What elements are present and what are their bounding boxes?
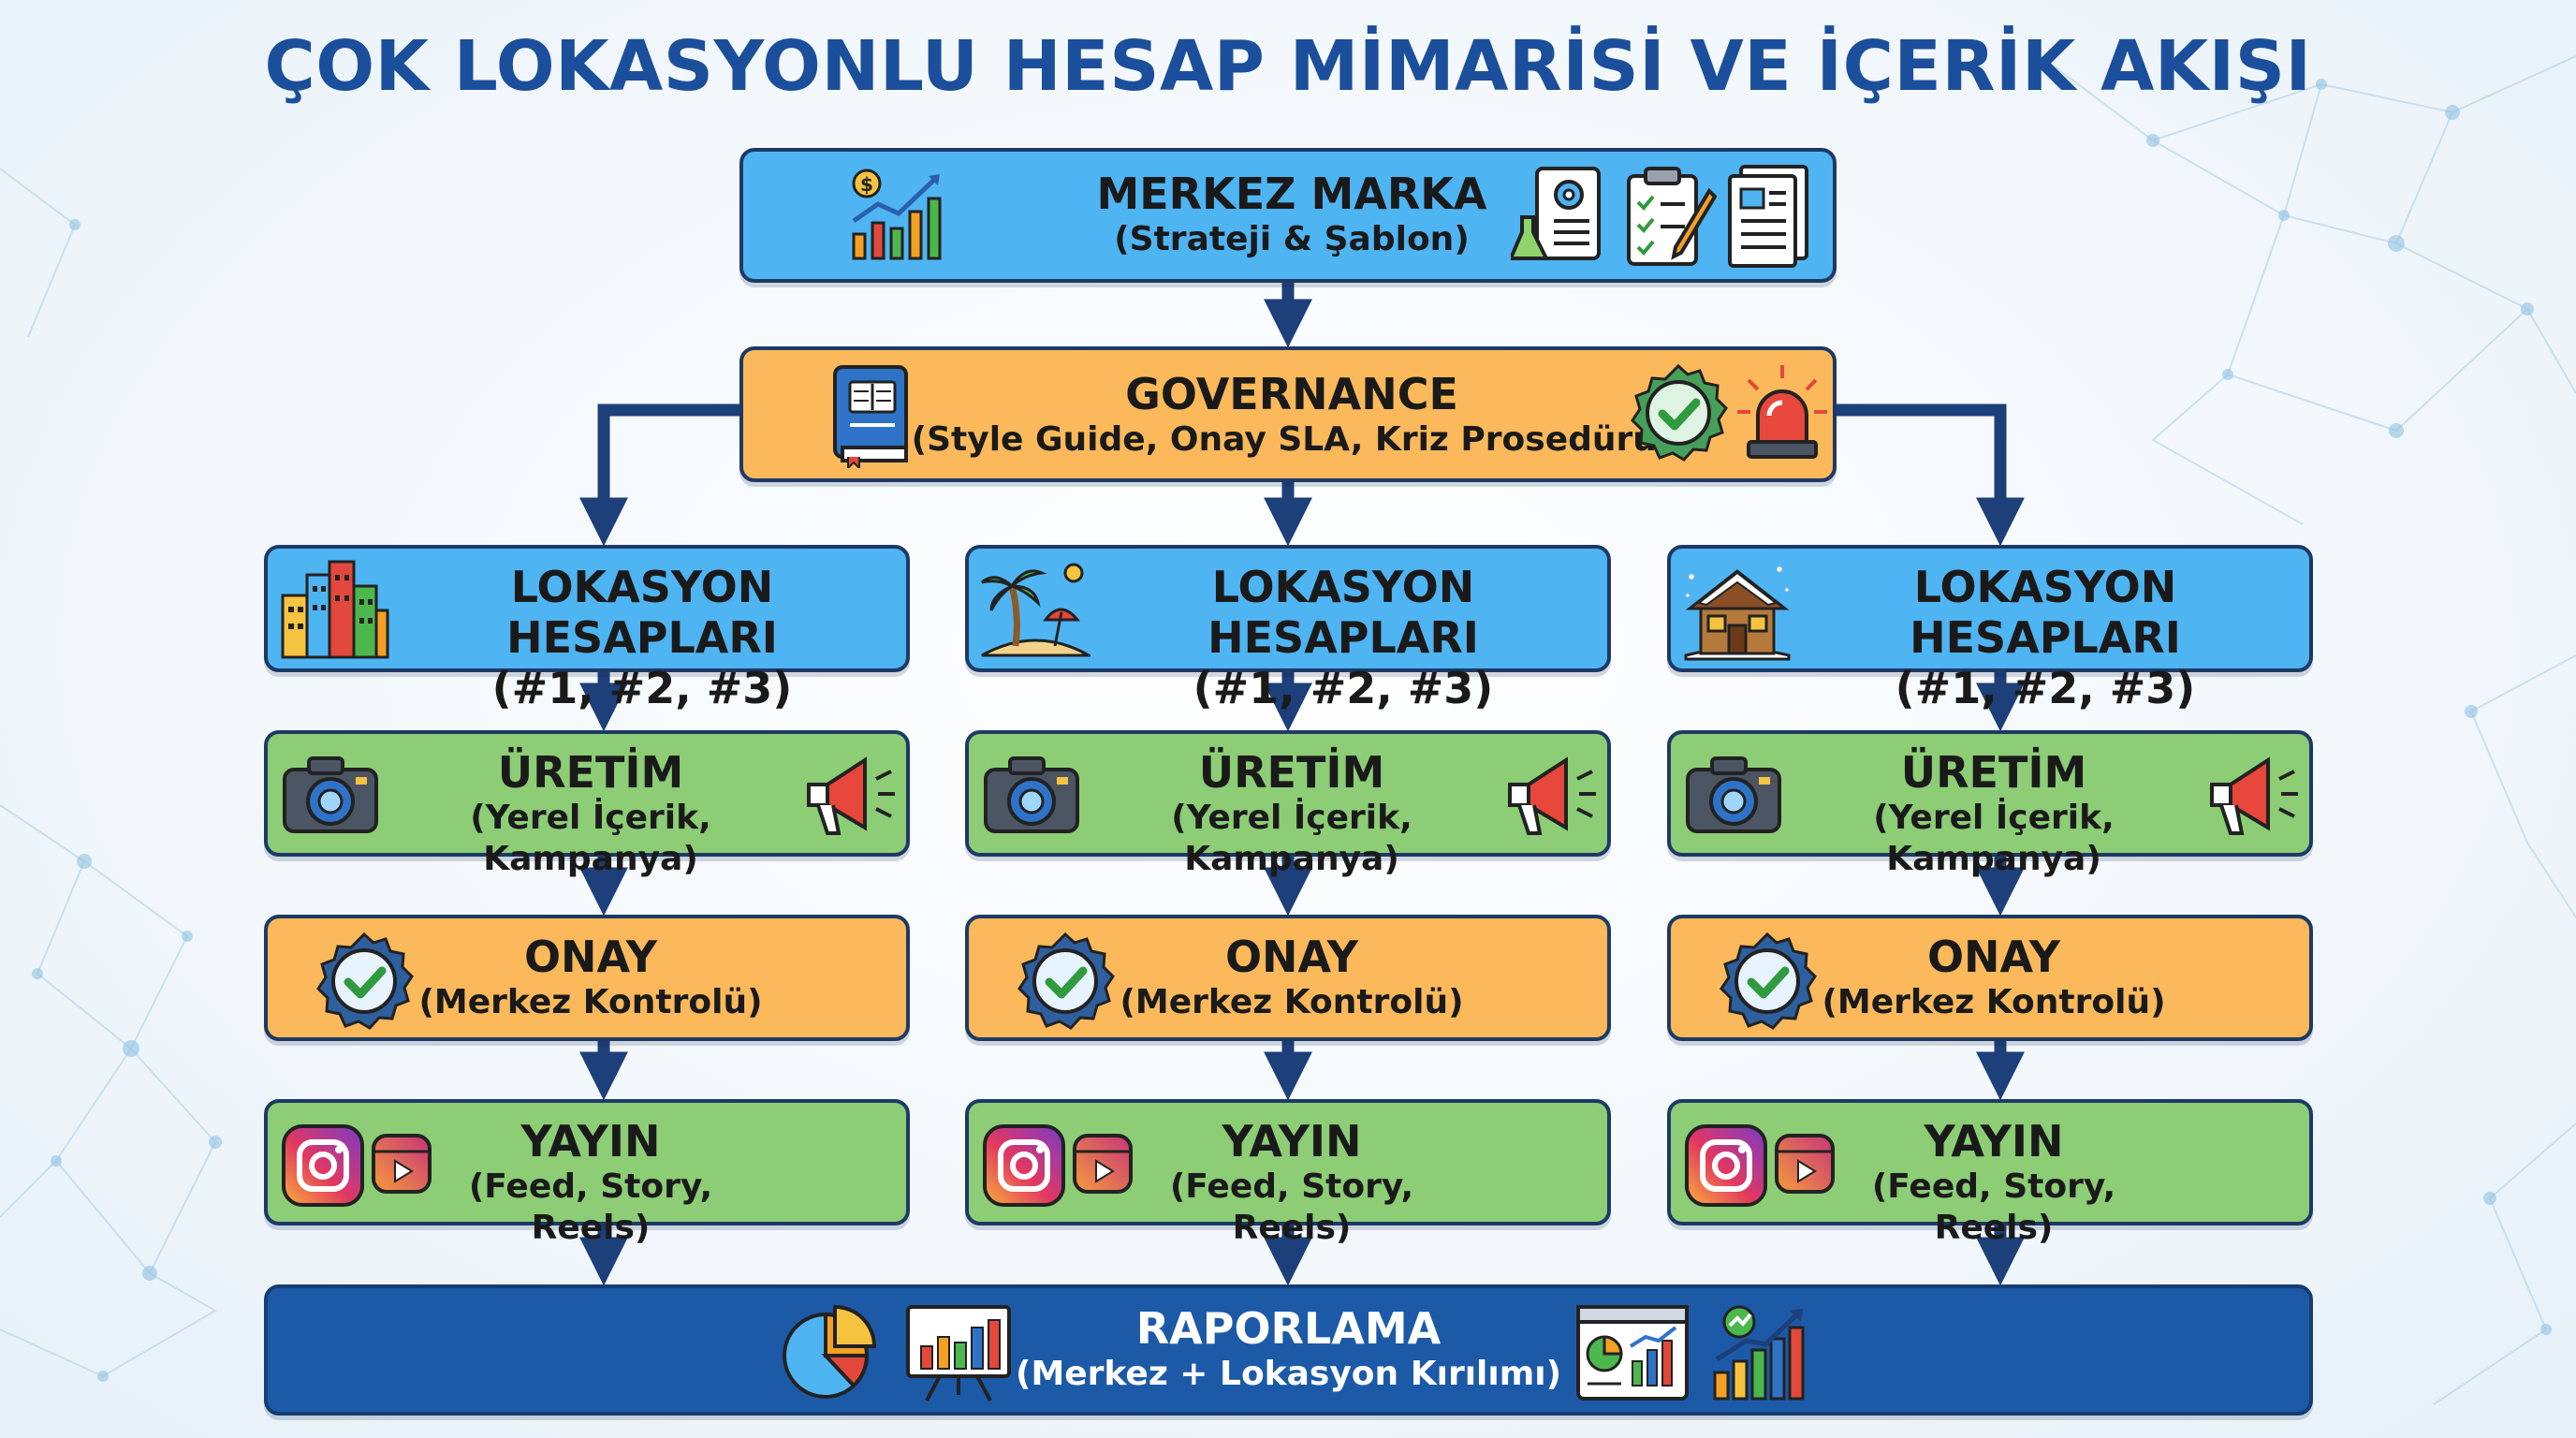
publish-box-3: YAYIN (Feed, Story, Reels) [1667, 1099, 2313, 1247]
reporting-title: RAPORLAMA [1135, 1303, 1442, 1354]
approval-box-3: ONAY (Merkez Kontrolü) [1667, 915, 2313, 1041]
beach-palm-icon [981, 563, 1090, 657]
reporting-subtitle: (Merkez + Lokasyon Kırılımı) [1015, 1355, 1562, 1393]
location-title-1: LOKASYON HESAPLARI [506, 562, 778, 663]
instagram-icon [1685, 1124, 1767, 1207]
approval-title-2: ONAY [1224, 932, 1359, 982]
megaphone-icon [807, 756, 895, 835]
production-box-1: ÜRETİM (Yerel İçerik, Kampanya) [264, 730, 910, 878]
approval-box-2: ONAY (Merkez Kontrolü) [965, 915, 1611, 1041]
production-title-3: ÜRETİM [1900, 747, 2087, 798]
location-accounts-box-2: LOKASYON HESAPLARI (#1, #2, #3) [965, 545, 1611, 713]
snow-cabin-icon [1684, 565, 1791, 661]
crisis-siren-icon [1737, 365, 1827, 459]
approval-title-3: ONAY [1926, 932, 2061, 982]
location-accounts-box-3: LOKASYON HESAPLARI (#1, #2, #3) [1667, 545, 2313, 713]
reels-icon [1073, 1134, 1133, 1194]
reporting-box: RAPORLAMA (Merkez + Lokasyon Kırılımı) [264, 1284, 2313, 1416]
production-subtitle-2: (Yerel İçerik, Kampanya) [1171, 799, 1412, 878]
arrow-governance-to-col1 [579, 404, 739, 547]
governance-title: GOVERNANCE [1125, 369, 1458, 419]
reels-icon [1775, 1134, 1835, 1194]
location-title-2: LOKASYON HESAPLARI [1208, 562, 1479, 663]
megaphone-icon [2210, 756, 2298, 835]
location-title-3: LOKASYON HESAPLARI [1910, 562, 2181, 663]
approval-badge-icon [1631, 363, 1728, 462]
page-title: ÇOK LOKASYONLU HESAP MİMARİSİ VE İÇERİK … [264, 26, 2312, 107]
production-title-2: ÜRETİM [1198, 747, 1385, 798]
production-title-1: ÜRETİM [497, 747, 684, 798]
publish-title-2: YAYIN [1222, 1116, 1362, 1167]
approval-subtitle-1: (Merkez Kontrolü) [418, 983, 763, 1021]
megaphone-icon [1508, 756, 1596, 835]
production-box-2: ÜRETİM (Yerel İçerik, Kampanya) [965, 730, 1611, 878]
approval-title-1: ONAY [523, 932, 658, 982]
location-subtitle-2: (#1, #2, #3) [1193, 663, 1494, 713]
document-icon [1728, 165, 1808, 268]
approval-subtitle-3: (Merkez Kontrolü) [1822, 983, 2166, 1021]
production-box-3: ÜRETİM (Yerel İçerik, Kampanya) [1667, 730, 2313, 878]
approval-badge-icon [316, 932, 414, 1030]
publish-subtitle-3: (Feed, Story, Reels) [1871, 1167, 2116, 1247]
growth-bar-chart-icon [1713, 1305, 1805, 1401]
approval-badge-icon [1017, 932, 1115, 1030]
location-accounts-box-1: LOKASYON HESAPLARI (#1, #2, #3) [264, 545, 910, 713]
clipboard-checklist-icon [1627, 167, 1717, 266]
style-guide-book-icon [833, 365, 908, 468]
lab-gear-document-icon [1511, 167, 1601, 260]
governance-subtitle: (Style Guide, Onay SLA, Kriz Prosedürü) [911, 420, 1673, 459]
analytics-dashboard-icon [1576, 1305, 1689, 1401]
publish-box-1: YAYIN (Feed, Story, Reels) [264, 1099, 910, 1247]
approval-subtitle-2: (Merkez Kontrolü) [1120, 983, 1464, 1021]
governance-box: GOVERNANCE (Style Guide, Onay SLA, Kriz … [739, 346, 1837, 482]
camera-icon [283, 756, 378, 833]
publish-subtitle-2: (Feed, Story, Reels) [1169, 1167, 1414, 1247]
central-brand-box: MERKEZ MARKA (Strateji & Şablon) $ [739, 148, 1837, 283]
central-brand-title: MERKEZ MARKA [1096, 169, 1487, 219]
city-buildings-icon [281, 560, 389, 659]
arrow-governance-to-col3 [1837, 404, 2025, 547]
svg-text:$: $ [860, 173, 873, 196]
location-subtitle-3: (#1, #2, #3) [1895, 663, 2196, 713]
publish-subtitle-1: (Feed, Story, Reels) [468, 1167, 713, 1247]
camera-icon [984, 756, 1079, 833]
production-subtitle-3: (Yerel İçerik, Kampanya) [1873, 799, 2115, 878]
central-brand-subtitle: (Strateji & Şablon) [1114, 220, 1470, 258]
reels-icon [372, 1134, 432, 1194]
publish-box-2: YAYIN (Feed, Story, Reels) [965, 1099, 1611, 1247]
approval-box-1: ONAY (Merkez Kontrolü) [264, 915, 910, 1041]
production-subtitle-1: (Yerel İçerik, Kampanya) [470, 799, 711, 878]
camera-icon [1686, 756, 1781, 833]
approval-badge-icon [1720, 932, 1817, 1030]
growth-chart-dollar-icon: $ [852, 169, 942, 260]
publish-title-3: YAYIN [1924, 1116, 2064, 1167]
publish-title-1: YAYIN [520, 1116, 661, 1167]
pie-chart-icon [783, 1304, 877, 1399]
location-subtitle-1: (#1, #2, #3) [491, 663, 793, 713]
instagram-icon [983, 1124, 1065, 1207]
presentation-board-icon [906, 1305, 1011, 1401]
instagram-icon [282, 1124, 364, 1207]
